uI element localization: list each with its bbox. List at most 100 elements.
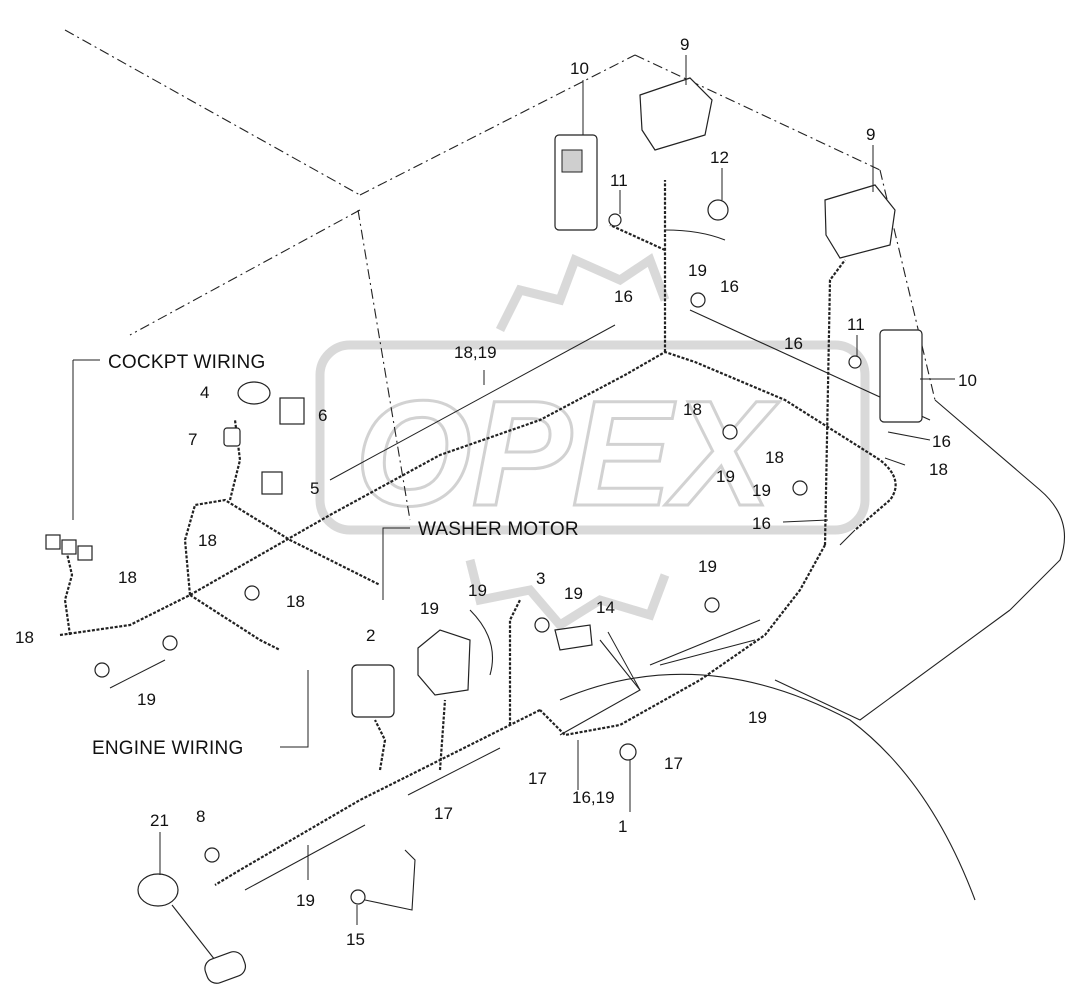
item-7-flasher <box>223 427 241 447</box>
watermark-gear-top <box>495 253 670 333</box>
callout-19: 19 <box>688 261 707 280</box>
harness-fuse-branch <box>438 699 447 771</box>
item-19-bulb-h <box>204 847 220 863</box>
harness-sensor-branch <box>508 599 521 725</box>
bracket-18-19-top <box>329 324 616 481</box>
callout-11: 11 <box>847 315 865 334</box>
callout-numbers: 10 9 9 12 11 19 16 16 18,19 16 11 10 4 6… <box>15 35 977 949</box>
callout-2: 19 <box>420 599 439 618</box>
callout-5: 5 <box>310 479 319 498</box>
wire-tail-right <box>839 529 856 546</box>
bracket-15 <box>244 824 366 891</box>
item-19-bulb-g <box>534 617 550 633</box>
harness-right-riser <box>823 259 846 546</box>
callout-18: 18 <box>765 448 784 467</box>
item-10-right-work-lamp <box>879 329 923 423</box>
item-13-stem <box>171 904 216 961</box>
callout-16-19: 17 <box>434 804 453 823</box>
watermark-gear-bottom <box>465 558 670 631</box>
label-washer-motor: WASHER MOTOR <box>418 519 579 540</box>
item-20-ground-strap <box>364 849 416 911</box>
outline-frame-edge <box>649 619 761 666</box>
outline-fender-arch <box>559 673 976 901</box>
item-8-fuse-box <box>351 664 395 718</box>
item-2-washer-motor <box>417 629 471 696</box>
callout-17: 17 <box>528 769 547 788</box>
item-21-nut <box>619 743 637 761</box>
harness-lamp-branch <box>609 223 666 252</box>
bracket-washer-motor <box>382 527 410 600</box>
outline-cab-roof <box>359 54 636 196</box>
item-3-hose <box>469 609 494 676</box>
callout-17: 19 <box>748 708 767 727</box>
outline-roof-right <box>634 54 881 171</box>
item-13-float <box>204 951 247 984</box>
item-19-bulb-c <box>690 292 706 308</box>
callout-18: 18 <box>929 460 948 479</box>
watermark-frame <box>315 340 870 535</box>
item-19-bulb-d <box>722 424 738 440</box>
item-9-right-head-lamp <box>824 184 896 259</box>
item-10-lamp-detail <box>561 149 583 173</box>
harness <box>59 180 897 886</box>
callout-18: 18 <box>198 531 217 550</box>
item-6-relay <box>279 397 305 425</box>
outline-rear-lower <box>774 609 1011 721</box>
callout-19: 19 <box>752 481 771 500</box>
item-4-buzzer <box>237 381 271 405</box>
callout-1: 16,19 <box>572 788 615 807</box>
callout-16: 16 <box>932 432 951 451</box>
outline-bracket <box>559 639 641 736</box>
bracket-cockpit-wiring <box>72 359 100 520</box>
callout-16: 16 <box>752 514 771 533</box>
callout-4: 4 <box>200 383 209 402</box>
callout-19: 8 <box>196 807 205 826</box>
callout-18: 18 <box>15 628 34 647</box>
item-5-relay <box>261 471 283 495</box>
callout-19: 19 <box>137 690 156 709</box>
callout-16: 16 <box>784 334 803 353</box>
callout-19: 19 <box>698 557 717 576</box>
callout-21: 1 <box>618 817 627 836</box>
watermark-text: OPEX <box>355 369 780 537</box>
outline-cab-top-left <box>64 29 361 196</box>
connector-cluster-a <box>45 534 61 550</box>
item-13-fuel-sender <box>137 873 179 907</box>
callout-9: 9 <box>680 35 689 54</box>
harness-left-riser <box>63 544 74 636</box>
label-cockpit-wiring: COCKPT WIRING <box>108 352 265 373</box>
callout-8: 2 <box>366 626 375 645</box>
callout-20: 15 <box>346 930 365 949</box>
callout-19: 19 <box>716 467 735 486</box>
callout-11: 11 <box>610 171 628 190</box>
outline-rear-body <box>934 399 1066 611</box>
item-19-bulb-i <box>350 889 366 905</box>
leader-18e <box>884 457 906 466</box>
callout-14: 19 <box>564 584 583 603</box>
callout-19: 14 <box>596 598 615 617</box>
callout-18: 18 <box>118 568 137 587</box>
bracket-16-19 <box>407 747 501 796</box>
callout-12: 12 <box>710 148 729 167</box>
callout-3: 19 <box>468 581 487 600</box>
item-19-bulb-a <box>162 635 178 651</box>
outline-cab-pillar <box>357 209 411 521</box>
item-11-grommet-right <box>848 355 862 369</box>
callout-9: 9 <box>866 125 875 144</box>
connector-cluster-c <box>77 545 93 561</box>
callout-15: 19 <box>296 891 315 910</box>
leader-16d <box>887 431 931 441</box>
item-19-bulb-b <box>244 585 260 601</box>
label-engine-wiring: ENGINE WIRING <box>92 738 243 759</box>
components <box>45 77 923 984</box>
harness-main-trunk <box>59 350 897 637</box>
harness-relay-branch <box>374 719 387 771</box>
harness-cockpit-loop <box>183 498 381 596</box>
callout-18: 18 <box>683 400 702 419</box>
bracket-engine-wiring <box>280 670 309 748</box>
callout-19: 3 <box>536 569 545 588</box>
item-12-switch <box>707 199 729 221</box>
leader-16e <box>782 519 829 523</box>
